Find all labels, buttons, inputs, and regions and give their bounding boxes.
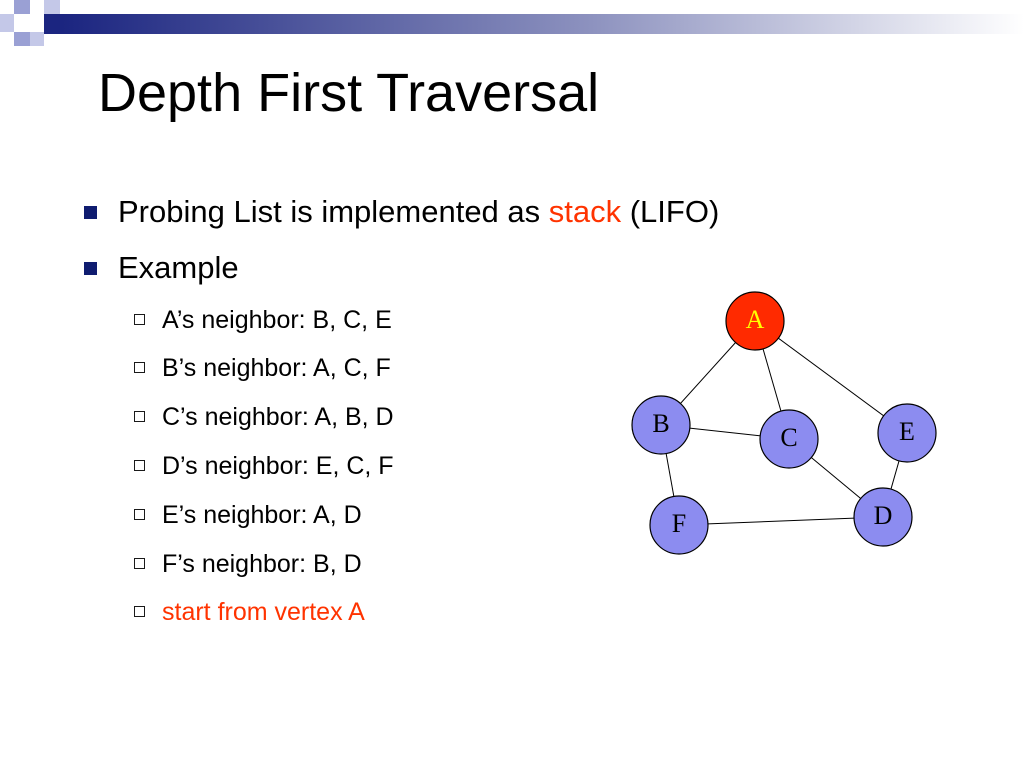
- square-bullet-icon: [84, 262, 97, 275]
- node-label: A: [746, 305, 765, 334]
- node-label: C: [780, 423, 797, 452]
- graph-node-b: B: [631, 395, 691, 455]
- slide-title: Depth First Traversal: [98, 63, 600, 123]
- deco-square: [44, 0, 60, 14]
- deco-square: [0, 14, 14, 32]
- graph-node-c: C: [759, 409, 819, 469]
- deco-square: [30, 14, 44, 32]
- node-label: D: [874, 501, 893, 530]
- edge-f-d: [678, 516, 884, 526]
- stack-highlight: stack: [548, 194, 622, 229]
- hollow-square-bullet-icon: [134, 460, 145, 471]
- graph-node-d: D: [853, 487, 913, 547]
- example-text: Example: [118, 250, 239, 285]
- square-bullet-icon: [84, 206, 97, 219]
- graph-nodes: A B C E D F: [631, 291, 937, 555]
- hollow-square-bullet-icon: [134, 411, 145, 422]
- node-label: E: [899, 417, 915, 446]
- node-label: B: [652, 409, 669, 438]
- header-decoration: [0, 0, 1024, 46]
- lifo-text: (LIFO): [621, 194, 720, 229]
- edge-a-e: [754, 320, 908, 434]
- node-circle: [759, 409, 819, 469]
- deco-square: [44, 14, 62, 34]
- deco-square: [30, 32, 44, 46]
- hollow-square-bullet-icon: [134, 314, 145, 325]
- graph-node-e: E: [877, 403, 937, 463]
- probing-text: Probing List is implemented as: [118, 194, 549, 229]
- graph-node-a: A: [725, 291, 785, 351]
- node-circle: [725, 291, 785, 351]
- deco-square: [14, 32, 30, 46]
- node-circle: [649, 495, 709, 555]
- hollow-square-bullet-icon: [134, 606, 145, 617]
- node-circle: [853, 487, 913, 547]
- node-label: F: [672, 509, 686, 538]
- graph-node-f: F: [649, 495, 709, 555]
- deco-square: [14, 0, 30, 14]
- hollow-square-bullet-icon: [134, 509, 145, 520]
- hollow-square-bullet-icon: [134, 558, 145, 569]
- hollow-square-bullet-icon: [134, 362, 145, 373]
- node-circle: [631, 395, 691, 455]
- header-gradient-bar: [62, 14, 1024, 34]
- node-circle: [877, 403, 937, 463]
